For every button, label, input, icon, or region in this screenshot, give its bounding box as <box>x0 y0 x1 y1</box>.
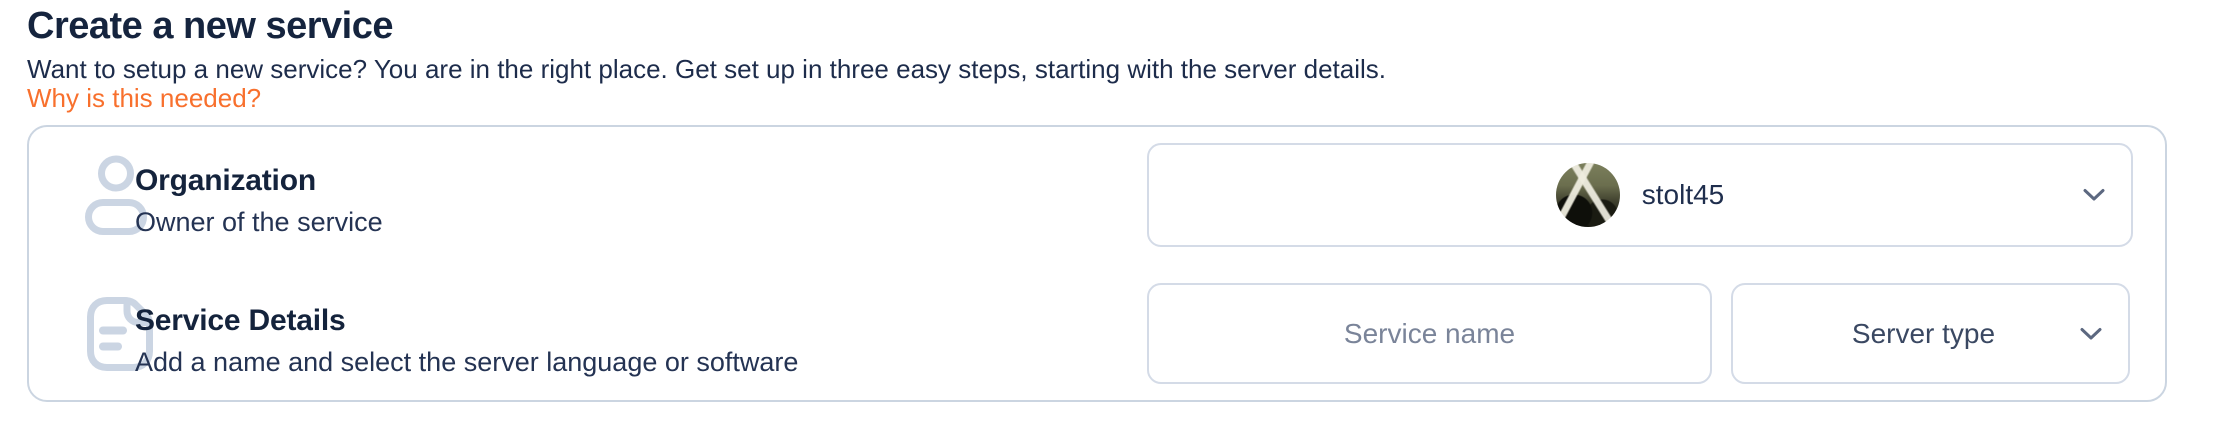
server-type-label: Server type <box>1851 317 1996 349</box>
organization-select[interactable]: stolt45 <box>1147 143 2133 247</box>
organization-title: Organization <box>135 164 316 197</box>
why-needed-link[interactable]: Why is this needed? <box>27 83 262 113</box>
service-details-title: Service Details <box>135 304 346 337</box>
service-details-row-text: Service Details Add a name and select th… <box>135 304 798 378</box>
person-icon <box>85 155 147 240</box>
page-title: Create a new service <box>27 5 394 47</box>
organization-avatar <box>1555 163 1620 227</box>
server-type-select[interactable]: Server type <box>1731 283 2130 384</box>
document-icon <box>87 297 153 376</box>
organization-description: Owner of the service <box>135 207 383 237</box>
organization-selected-value: stolt45 <box>1641 179 1725 210</box>
page-subtitle: Want to setup a new service? You are in … <box>27 54 1386 84</box>
chevron-down-icon <box>2080 327 2102 340</box>
service-name-input[interactable] <box>1147 283 1712 384</box>
chevron-down-icon <box>2083 189 2105 202</box>
service-setup-card: Organization Owner of the service stolt4… <box>27 125 2167 402</box>
organization-row-text: Organization Owner of the service <box>135 164 383 238</box>
service-details-description: Add a name and select the server languag… <box>135 347 799 377</box>
